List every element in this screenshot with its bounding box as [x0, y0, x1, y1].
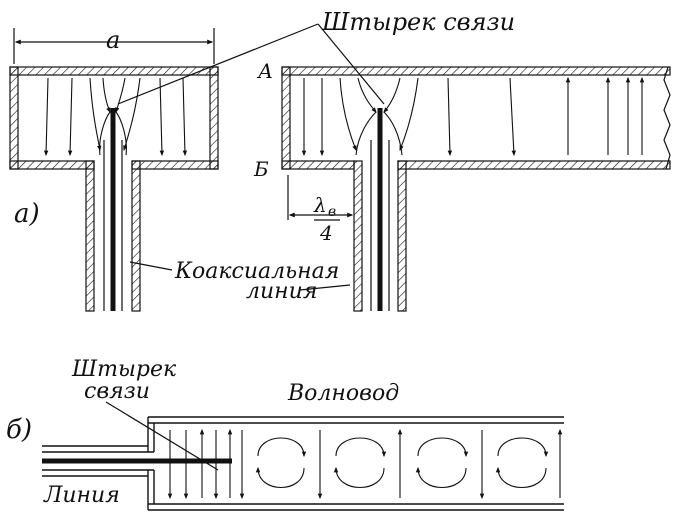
label-coupling-probe: Штырек связи [321, 8, 515, 36]
label-coupling-probe-b-1: Штырек [71, 357, 177, 382]
label-point-a: А [256, 59, 273, 83]
label-coupling-probe-b-2: связи [84, 379, 150, 404]
label-lambda: λ [313, 193, 327, 217]
label-lambda-sub: в [328, 204, 336, 220]
label-coax-line-1: Коаксиальная [174, 259, 339, 284]
label-waveguide: Волновод [287, 381, 399, 406]
dimension-a [13, 28, 215, 64]
label-line: Линия [43, 483, 120, 508]
label-four: 4 [319, 221, 333, 245]
dimension-lambda-quarter [287, 175, 354, 221]
label-point-b: Б [253, 157, 269, 181]
label-coax-line-2: линия [246, 279, 317, 304]
label-dimension-a: a [106, 26, 120, 54]
diagram-a-left [9, 66, 219, 312]
diagram-b [42, 416, 564, 511]
diagram-a-right [281, 66, 671, 312]
label-part-b: б) [6, 415, 32, 445]
label-part-a: а) [14, 199, 40, 229]
